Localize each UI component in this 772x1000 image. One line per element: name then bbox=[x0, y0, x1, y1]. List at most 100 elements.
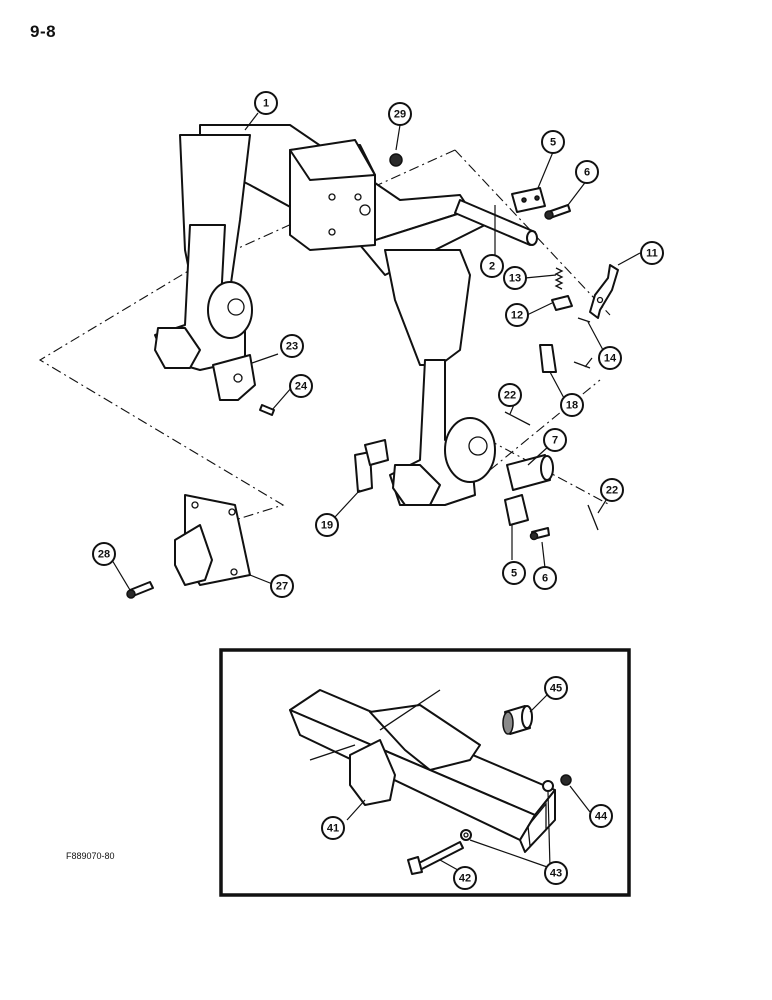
callout-circle bbox=[270, 574, 294, 598]
alignment-line bbox=[38, 149, 456, 521]
callout-circle bbox=[502, 561, 526, 585]
roll-pin bbox=[577, 317, 591, 323]
inset-frame bbox=[219, 648, 631, 897]
callout-42: 42 bbox=[453, 866, 477, 890]
callout-18: 18 bbox=[560, 393, 584, 417]
callout-circle bbox=[503, 266, 527, 290]
callout-circle bbox=[600, 478, 624, 502]
callout-5: 5 bbox=[541, 130, 565, 154]
drawbar-hook bbox=[369, 704, 481, 771]
callout-22: 22 bbox=[600, 478, 624, 502]
callout-circle bbox=[280, 334, 304, 358]
callout-label: 24 bbox=[295, 381, 308, 393]
callout-circle bbox=[640, 241, 664, 265]
callout-28: 28 bbox=[92, 542, 116, 566]
callout-29: 29 bbox=[388, 102, 412, 126]
callout-label: 11 bbox=[646, 248, 658, 260]
callout-circle bbox=[321, 816, 345, 840]
callout-label: 13 bbox=[509, 273, 521, 285]
callout-43: 43 bbox=[544, 861, 568, 885]
callout-circle bbox=[541, 130, 565, 154]
callout-label: 23 bbox=[286, 341, 298, 353]
bushing-sleeve bbox=[506, 454, 551, 491]
alignment-line bbox=[454, 149, 611, 316]
callout-circle bbox=[92, 542, 116, 566]
callout-7: 7 bbox=[543, 428, 567, 452]
callout-circle bbox=[453, 866, 477, 890]
spring bbox=[554, 267, 564, 290]
callout-circle bbox=[315, 513, 339, 537]
callout-label: 5 bbox=[550, 137, 556, 149]
page-number: 9-8 bbox=[30, 22, 57, 41]
callout-label: 41 bbox=[327, 823, 339, 835]
callout-label: 45 bbox=[550, 683, 562, 695]
left-hook-jaw bbox=[154, 327, 201, 369]
callout-14: 14 bbox=[598, 346, 622, 370]
callout-label: 28 bbox=[98, 549, 110, 561]
callout-11: 11 bbox=[640, 241, 664, 265]
callout-44: 44 bbox=[589, 804, 613, 828]
callout-label: 2 bbox=[489, 261, 495, 273]
callout-label: 22 bbox=[504, 390, 516, 402]
callout-label: 42 bbox=[459, 873, 471, 885]
right-pivot-hole bbox=[468, 436, 488, 456]
callout-label: 43 bbox=[550, 868, 562, 880]
callout-13: 13 bbox=[503, 266, 527, 290]
callout-6: 6 bbox=[533, 566, 557, 590]
retainer-plate-upper bbox=[511, 187, 546, 213]
callout-circle bbox=[544, 676, 568, 700]
callout-label: 6 bbox=[542, 573, 548, 585]
left-pivot-hole bbox=[227, 298, 245, 316]
callout-label: 19 bbox=[321, 520, 333, 532]
callout-label: 18 bbox=[566, 400, 578, 412]
callout-12: 12 bbox=[505, 303, 529, 327]
callout-circle bbox=[533, 566, 557, 590]
lock-block bbox=[354, 451, 373, 493]
callout-label: 12 bbox=[511, 310, 523, 322]
left-pivot-boss bbox=[207, 281, 253, 339]
nut bbox=[389, 153, 403, 167]
callout-2: 2 bbox=[480, 254, 504, 278]
retainer-plate-lower bbox=[504, 494, 529, 526]
callout-45: 45 bbox=[544, 676, 568, 700]
lock-nut bbox=[560, 774, 572, 786]
callout-label: 5 bbox=[511, 568, 517, 580]
callout-label: 14 bbox=[604, 353, 617, 365]
callout-label: 7 bbox=[552, 435, 558, 447]
callout-label: 29 bbox=[394, 109, 406, 121]
detent-block bbox=[539, 344, 557, 373]
spring-bracket bbox=[551, 295, 573, 311]
callout-label: 27 bbox=[276, 581, 288, 593]
callout-circle bbox=[544, 861, 568, 885]
callout-circle bbox=[505, 303, 529, 327]
figure-id: F889070-80 bbox=[66, 851, 115, 861]
callout-circle bbox=[575, 160, 599, 184]
callout-circle bbox=[543, 428, 567, 452]
callout-41: 41 bbox=[321, 816, 345, 840]
callout-label: 44 bbox=[595, 811, 608, 823]
right-hook-jaw bbox=[392, 464, 441, 506]
callout-circle bbox=[480, 254, 504, 278]
callout-label: 22 bbox=[606, 485, 618, 497]
callout-circle bbox=[254, 91, 278, 115]
callout-label: 1 bbox=[263, 98, 269, 110]
pin-22-right bbox=[587, 504, 599, 531]
right-frame-upright bbox=[384, 249, 471, 366]
center-block-top bbox=[289, 139, 376, 181]
latch-lever bbox=[589, 264, 619, 319]
callout-5: 5 bbox=[502, 561, 526, 585]
callout-circle bbox=[598, 346, 622, 370]
adapter-bolt bbox=[259, 404, 275, 416]
callout-1: 1 bbox=[254, 91, 278, 115]
callout-19: 19 bbox=[315, 513, 339, 537]
roll-pin bbox=[573, 361, 591, 369]
callout-circle bbox=[589, 804, 613, 828]
drawbar-bolt bbox=[414, 841, 464, 872]
callout-circle bbox=[498, 383, 522, 407]
callout-22: 22 bbox=[498, 383, 522, 407]
callout-27: 27 bbox=[270, 574, 294, 598]
callout-24: 24 bbox=[289, 374, 313, 398]
